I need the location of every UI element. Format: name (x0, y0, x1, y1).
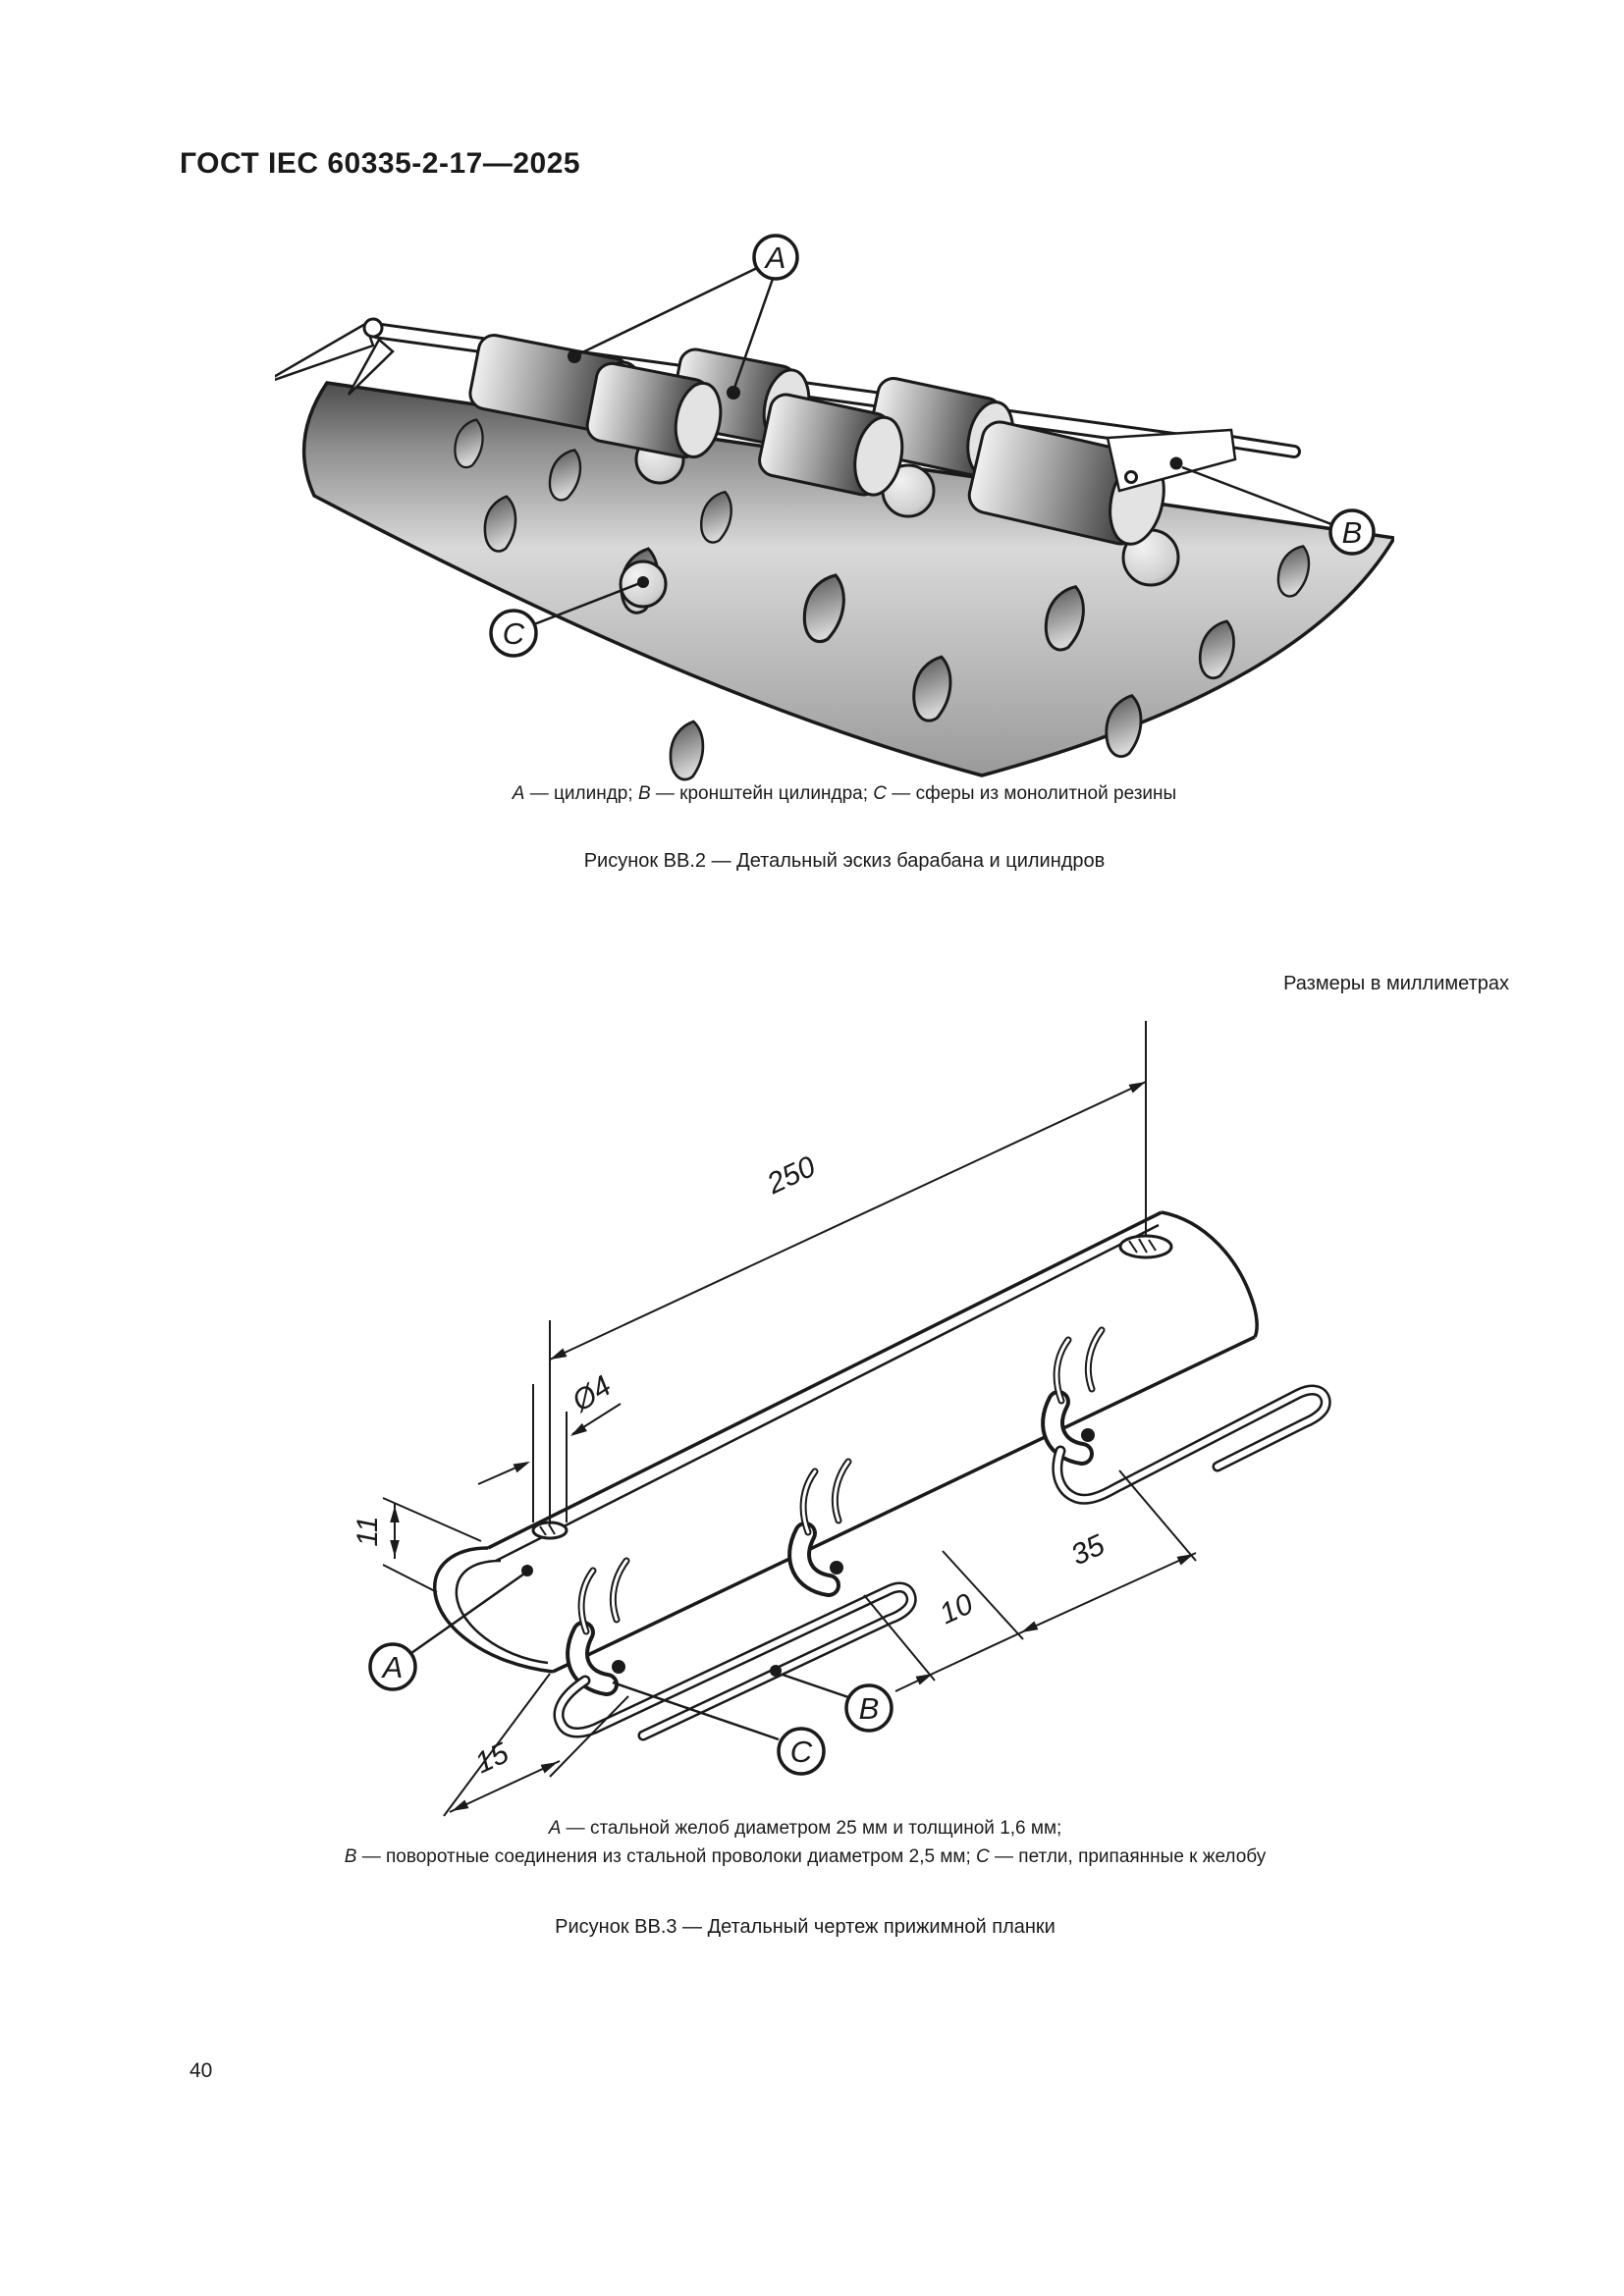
figure-bb2-title: Рисунок ВВ.2 — Детальный эскиз барабана … (583, 850, 1106, 872)
page-header: ГОСТ IEC 60335-2-17—2025 (180, 147, 581, 180)
callout-a: A (752, 234, 799, 281)
hole-left (531, 1521, 568, 1540)
caption-ref-a: A (548, 1818, 562, 1839)
figure-bb3-title: Рисунок ВВ.3 — Детальный чертеж прижимно… (555, 1916, 1056, 1938)
figure-bb3-caption-line2: B — поворотные соединения из стальной пр… (344, 1846, 1267, 1867)
figure-bb3-caption-line1: A — стальной желоб диаметром 25 мм и тол… (548, 1818, 1062, 1839)
svg-text:B: B (859, 1691, 880, 1726)
callout-leaders (410, 1570, 849, 1741)
svg-text:B: B (1342, 515, 1363, 550)
callout-leaders (533, 266, 1332, 626)
svg-text:C: C (503, 616, 525, 651)
cylinder-bracket (1106, 428, 1301, 493)
figure-bb2-drawing: A B C (275, 234, 1394, 784)
dimensions-note: Размеры в миллиметрах (1283, 973, 1509, 994)
cylinders (468, 334, 1165, 546)
figure-bb2-caption: A — цилиндр; B — кронштейн цилиндра; C —… (512, 783, 1177, 804)
trough (433, 1210, 1259, 1674)
dim-label-35: 35 (1066, 1528, 1110, 1572)
hole-right (1118, 1234, 1173, 1259)
caption-ref-a: A (512, 783, 525, 804)
svg-text:A: A (381, 1650, 404, 1684)
page-number: 40 (189, 2059, 213, 2082)
swivel-wires (553, 1384, 1331, 1741)
dim-label-15: 15 (470, 1736, 514, 1780)
leader-dot-b (1169, 456, 1183, 470)
callout-c: C (777, 1727, 826, 1776)
callout-b: B (844, 1683, 893, 1733)
dim-label-11: 11 (352, 1516, 384, 1546)
caption-ref-b: B (637, 783, 651, 804)
figure-bb3-drawing: 250 Ø4 11 15 (352, 1021, 1331, 1817)
leader-dot-a (521, 1565, 533, 1576)
callout-a: A (368, 1642, 417, 1691)
callout-c: C (489, 609, 538, 658)
leader-dot-b (770, 1665, 782, 1677)
caption-ref-c: C (976, 1846, 990, 1867)
leader-dot-c (637, 576, 649, 588)
dim-label-10: 10 (935, 1587, 978, 1630)
loops (566, 1326, 1106, 1696)
leader-dot-a2 (727, 386, 740, 400)
leader-dot-a1 (568, 349, 581, 363)
dimension-250 (549, 1021, 1147, 1524)
svg-text:A: A (764, 240, 786, 275)
caption-ref-c: C (873, 783, 888, 804)
callout-b: B (1328, 508, 1376, 556)
dimension-10-35 (863, 1469, 1197, 1692)
caption-ref-b: B (344, 1846, 357, 1867)
dim-label-250: 250 (761, 1150, 821, 1201)
svg-text:C: C (790, 1735, 813, 1769)
dimension-15 (443, 1673, 629, 1817)
